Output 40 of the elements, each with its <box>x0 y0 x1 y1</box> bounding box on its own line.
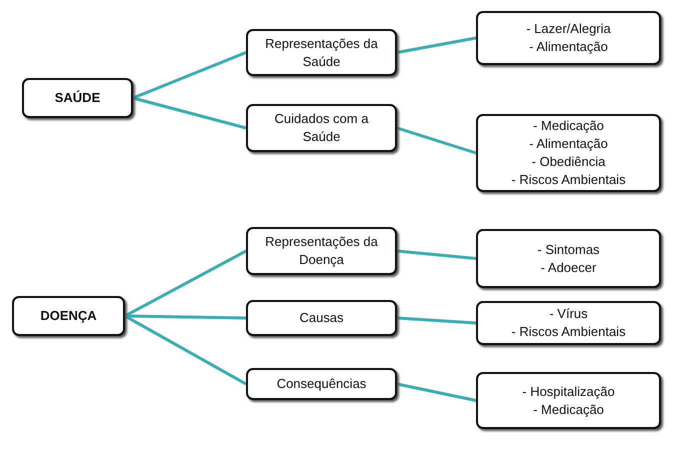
node-text: SAÚDE <box>54 89 100 107</box>
connector-line <box>132 51 247 100</box>
category-box <box>246 227 397 275</box>
node-text: - Alimentação <box>529 135 608 153</box>
connector-line <box>396 316 476 324</box>
connector-line <box>396 126 476 154</box>
topic-box <box>22 78 133 118</box>
category-box <box>246 368 397 400</box>
list-box <box>476 301 661 345</box>
node-text: - Medicação <box>533 400 604 418</box>
list-box <box>476 229 661 288</box>
connector-line <box>124 314 247 386</box>
node-text: - Vírus <box>549 305 588 323</box>
category-box <box>246 104 397 152</box>
list-box <box>476 372 661 429</box>
node-text: - Alimentação <box>529 38 608 56</box>
node-text: Representações da Saúde <box>264 34 379 70</box>
category-box <box>246 29 397 76</box>
connector-line <box>396 36 476 54</box>
node-text: - Lazer/Alegria <box>526 20 611 38</box>
node-text: Causas <box>299 309 344 327</box>
list-box <box>476 114 661 192</box>
connector-line <box>396 250 476 260</box>
node-text: Consequências <box>276 375 366 393</box>
topic-box <box>12 296 125 336</box>
node-text: - Sintomas <box>537 240 600 258</box>
node-text: - Obediência <box>532 153 606 171</box>
node-text: - Riscos Ambientais <box>511 323 626 341</box>
node-text: DOENÇA <box>40 307 97 325</box>
node-text: Cuidados com a Saúde <box>274 110 370 146</box>
connector-line <box>124 250 247 318</box>
node-text: - Adoecer <box>540 258 596 276</box>
node-text: - Medicação <box>533 117 604 135</box>
connector-line <box>132 96 246 130</box>
category-box <box>246 300 397 336</box>
connector-line <box>396 382 476 402</box>
node-text: - Hospitalização <box>522 382 615 400</box>
node-text: - Riscos Ambientais <box>511 171 626 189</box>
node-text: Representações da Doença <box>264 233 379 269</box>
list-box <box>476 11 661 65</box>
